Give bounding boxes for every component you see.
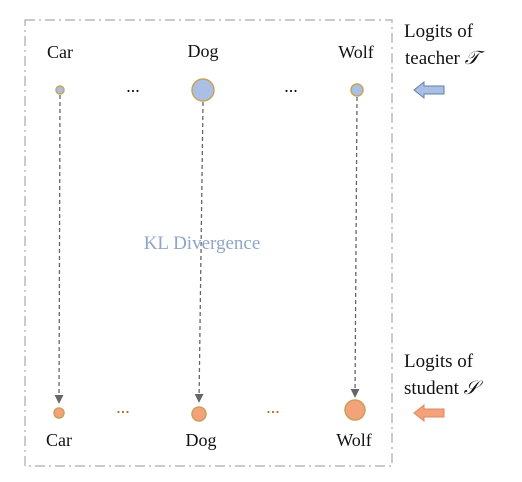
teacher-arrow-icon: [413, 80, 445, 100]
student-ellipsis-left: ...: [116, 397, 130, 417]
student-logit-wolf: [344, 399, 366, 421]
teacher-label-wolf: Wolf: [338, 42, 374, 62]
teacher-logit-dog: [191, 78, 215, 102]
teacher-ellipsis-right: ...: [284, 76, 298, 96]
teacher-legend-line2: teacher 𝒯: [405, 48, 485, 69]
kl-arrow-dog: [194, 101, 204, 403]
kl-arrow-wolf: [350, 96, 360, 398]
student-legend-line2: student 𝒮: [404, 378, 484, 399]
kl-arrow-car: [54, 94, 64, 404]
student-symbol: 𝒮: [464, 378, 484, 399]
teacher-logit-wolf: [350, 83, 364, 97]
teacher-legend-line1: Logits of: [404, 21, 474, 42]
teacher-symbol: 𝒯: [465, 48, 485, 69]
teacher-label-dog: Dog: [188, 41, 219, 61]
kl-divergence-label: KL Divergence: [144, 233, 261, 254]
student-arrow-icon: [413, 403, 445, 423]
student-label-dog: Dog: [186, 430, 217, 450]
student-legend-word: student: [404, 378, 460, 399]
student-label-wolf: Wolf: [336, 430, 372, 450]
teacher-logit-car: [55, 85, 65, 95]
student-label-car: Car: [46, 430, 72, 450]
student-logit-car: [53, 407, 65, 419]
teacher-legend-word: teacher: [405, 48, 461, 69]
teacher-ellipsis-left: ...: [126, 76, 140, 96]
student-legend-line1: Logits of: [404, 351, 474, 372]
diagram-frame: [24, 19, 393, 467]
student-ellipsis-right: ...: [266, 397, 280, 417]
teacher-label-car: Car: [47, 42, 73, 62]
student-logit-dog: [191, 406, 207, 422]
